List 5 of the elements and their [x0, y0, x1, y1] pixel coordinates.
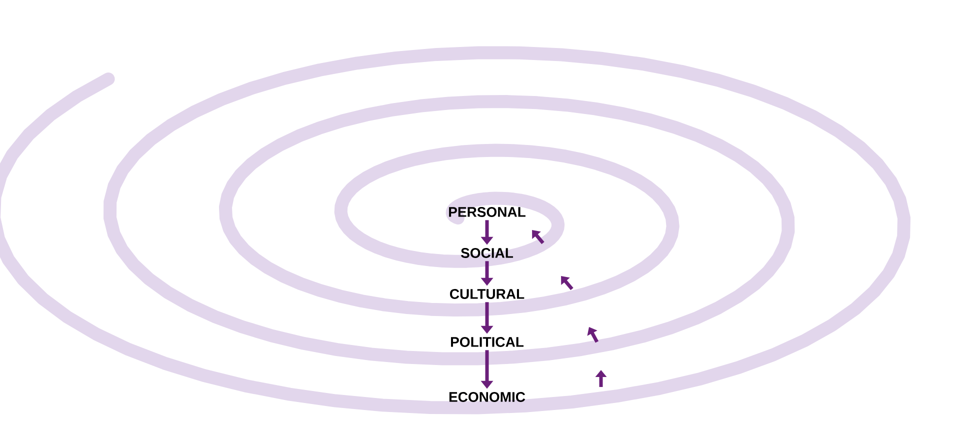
level-label: CULTURAL: [450, 289, 524, 299]
level-label: POLITICAL: [451, 337, 524, 347]
level-label: SOCIAL: [460, 248, 514, 258]
level-label: PERSONAL: [449, 207, 526, 217]
level-label: ECONOMIC: [449, 392, 526, 402]
